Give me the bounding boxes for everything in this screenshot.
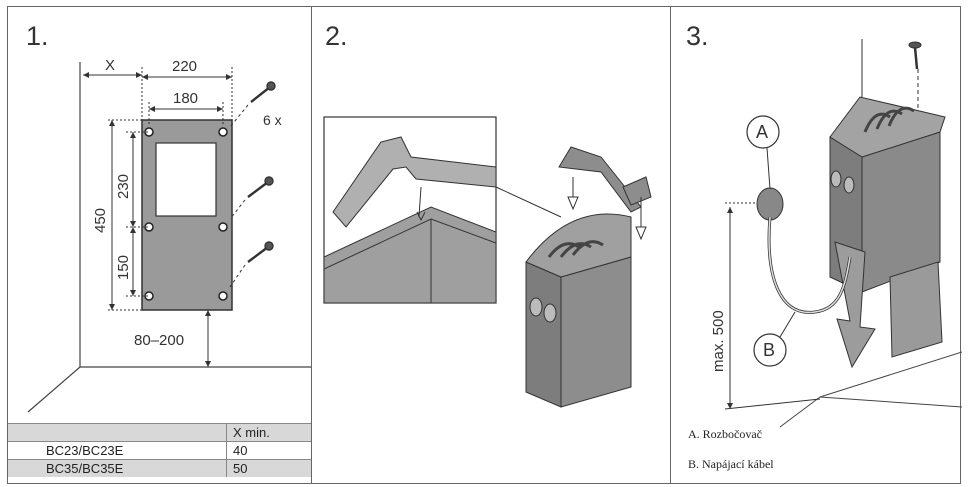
dim-x: X	[105, 57, 115, 74]
callout-a: A	[756, 122, 768, 142]
dim-80-200: 80–200	[134, 332, 184, 349]
instruction-figure: 1. X 220	[7, 6, 962, 484]
cover-diagram	[323, 116, 652, 408]
dim-230: 230	[115, 174, 132, 199]
clearance-table: X min. BC23/BC23E 40 BC35/BC35E 50	[8, 423, 311, 477]
heater-unit	[829, 96, 946, 369]
table-header-row: X min.	[8, 423, 311, 442]
heater-unit	[525, 146, 652, 408]
legend-a: A. Rozbočovač	[688, 427, 762, 441]
step-number-1: 1.	[26, 21, 49, 51]
screw-count: 6 x	[263, 112, 282, 128]
table-row: BC35/BC35E 50	[8, 459, 311, 477]
panel-2-cover-installation: 2.	[311, 7, 671, 483]
connection-diagram: A B max. 500	[710, 39, 962, 428]
panel-3-electrical-connection: 3.	[670, 7, 962, 483]
screw-holes	[144, 127, 228, 301]
screw-icons	[229, 81, 276, 288]
step-number-3: 3.	[686, 21, 709, 51]
dim-180: 180	[173, 90, 198, 107]
mounting-diagram: X 220 180 450 230	[27, 57, 311, 413]
panel-1-mounting-dimensions: 1. X 220	[8, 7, 312, 483]
junction-box	[756, 187, 784, 221]
dim-220: 220	[172, 58, 197, 75]
step-number-2: 2.	[325, 21, 348, 51]
dim-450: 450	[92, 208, 109, 233]
table-row: BC23/BC23E 40	[8, 441, 311, 460]
plate-window	[155, 142, 217, 217]
callout-b: B	[763, 340, 775, 360]
dim-150: 150	[115, 255, 132, 280]
legend-b: B. Napájací kábel	[688, 457, 774, 471]
dim-max-500: max. 500	[710, 310, 727, 372]
